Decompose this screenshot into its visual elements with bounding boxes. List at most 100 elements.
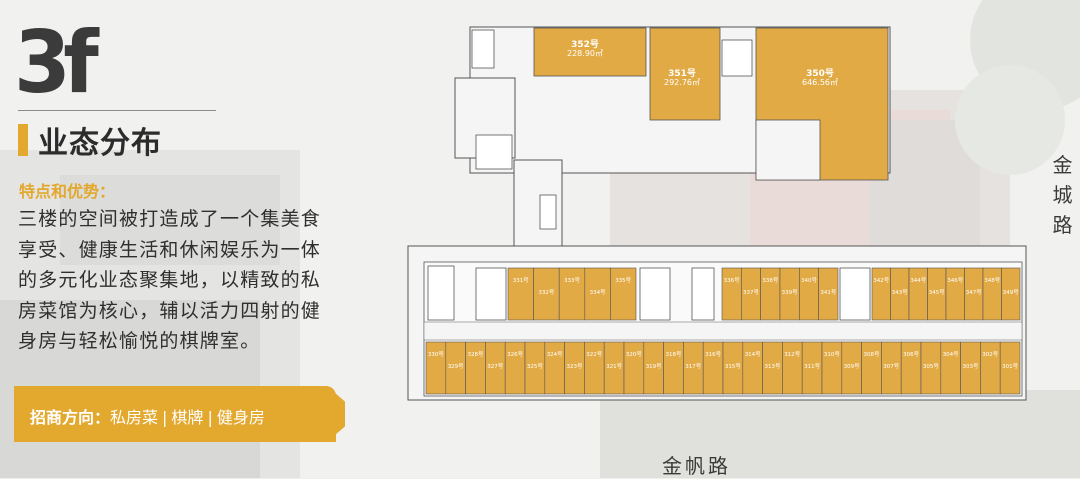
unit-area-label: 646.56㎡ [802,78,838,87]
unit-350-cutout [755,119,821,181]
unit-333号 [558,267,586,321]
features-description: 三楼的空间被打造成了一个集美食 享受、健康生活和休闲娱乐为一体 的多元化业态聚集… [18,204,348,357]
unit-330号 [425,341,447,395]
unit-352号 [533,27,647,77]
road-label-south: 金帆路 [662,454,731,478]
unit-label: 347号 [966,289,982,296]
unit-348号 [982,267,1002,321]
unit-label: 320号 [626,351,642,358]
unit-label: 334号 [590,289,606,296]
description-line: 享受、健康生活和休闲娱乐为一体 [18,238,322,261]
unit-label: 328号 [468,351,484,358]
unit-334号 [584,267,611,321]
features-label: 特点和优势： [19,182,116,201]
unit-label: 339号 [782,289,798,296]
unit-349号 [1001,267,1021,321]
unit-label: 352号 [571,39,599,50]
leasing-direction-box: 招商方向：私房菜|棋牌|健身房 [14,386,336,442]
description-line: 身房与轻松愉悦的棋牌室。 [18,330,261,352]
unit-label: 350号 [806,68,834,79]
unit-label: 324号 [547,351,563,358]
unit-label: 315号 [725,363,741,370]
unit-318号 [663,341,684,395]
leasing-label: 招商方向： [30,408,111,427]
unit-label: 341号 [820,289,836,296]
unit-338号 [760,267,781,321]
unit-label: 343号 [892,289,908,296]
unit-label: 325号 [527,363,543,370]
unit-label: 301号 [1002,363,1018,370]
unit-312号 [782,341,803,395]
unit-label: 316号 [705,351,721,358]
unit-label: 312号 [784,351,800,358]
unit-label: 308号 [864,351,880,358]
leasing-direction-text: 招商方向：私房菜|棋牌|健身房 [30,404,265,428]
unit-344号 [908,267,928,321]
unit-304号 [940,341,961,395]
description-line: 的多元化业态聚集地，以精致的私 [18,269,322,291]
unit-306号 [900,341,922,395]
unit-label: 322号 [586,351,602,358]
unit-326号 [504,341,526,395]
unit-336号 [721,267,742,321]
unit-label: 344号 [910,277,926,284]
unit-308号 [861,341,882,395]
unit-label: 342号 [873,277,889,284]
unit-label: 327号 [487,363,503,370]
unit-316号 [702,341,724,395]
unit-label: 314号 [745,351,761,358]
section-title: 业态分布 [38,126,162,161]
unit-area-label: 292.76㎡ [664,78,700,87]
unit-label: 311号 [804,363,820,370]
leasing-item: 私房菜 [110,408,159,427]
unit-label: 349号 [1003,289,1019,296]
unit-label: 309号 [844,363,860,370]
unit-label: 338号 [762,277,778,284]
unit-label: 331号 [513,277,529,284]
title-divider [18,110,216,111]
unit-label: 303号 [963,363,979,370]
unit-label: 319号 [646,363,662,370]
unit-label: 310号 [824,351,840,358]
unit-342号 [871,267,891,321]
unit-label: 317号 [685,363,701,370]
unit-302号 [980,341,1001,395]
unit-label: 333号 [564,277,580,284]
road-label-east: 金城路 [1052,153,1076,237]
unit-label: 346号 [947,277,963,284]
unit-label: 332号 [538,289,554,296]
unit-320号 [623,341,645,395]
unit-346号 [945,267,965,321]
unit-label: 351号 [668,68,696,79]
unit-label: 335号 [615,277,631,284]
unit-351号 [649,27,721,121]
leasing-item: 棋牌 [171,408,204,427]
unit-314号 [742,341,763,395]
unit-label: 313号 [765,363,781,370]
unit-340号 [799,267,819,321]
unit-332号 [533,267,560,321]
unit-label: 307号 [883,363,899,370]
description-line: 三楼的空间被打造成了一个集美食 [18,208,322,230]
unit-331号 [507,267,534,321]
unit-301号 [999,341,1021,395]
leasing-separator: | [162,408,168,427]
unit-label: 340号 [801,277,817,284]
unit-label: 329号 [448,363,464,370]
unit-label: 321号 [606,363,622,370]
leasing-separator: | [207,408,213,427]
unit-label: 348号 [984,277,1000,284]
leasing-item: 健身房 [216,408,265,427]
unit-label: 305号 [923,363,939,370]
title-accent-bar [18,124,28,156]
unit-area-label: 228.90㎡ [567,49,603,58]
unit-label: 326号 [507,351,523,358]
unit-label: 304号 [943,351,959,358]
unit-322号 [584,341,605,395]
floor-badge: 3f [14,13,99,113]
unit-label: 330号 [428,351,444,358]
unit-label: 306号 [903,351,919,358]
unit-label: 318号 [666,351,682,358]
